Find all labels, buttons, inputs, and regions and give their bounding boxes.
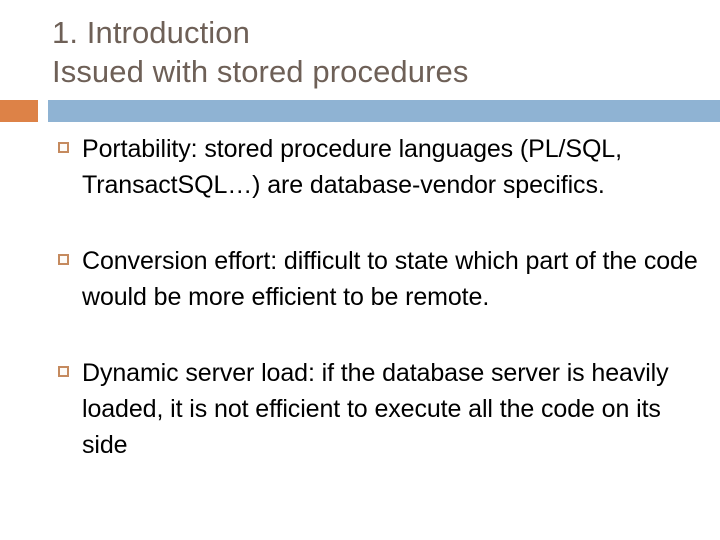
title-line-primary: 1. Introduction: [52, 15, 250, 50]
list-item: Dynamic server load: if the database ser…: [58, 355, 706, 463]
square-bullet-icon: [58, 366, 69, 377]
square-bullet-icon: [58, 142, 69, 153]
title-line-secondary: Issued with stored procedures: [52, 54, 469, 89]
list-item: Portability: stored procedure languages …: [58, 131, 706, 203]
slide-body: Portability: stored procedure languages …: [58, 131, 706, 463]
title-divider: [0, 100, 720, 122]
list-item: Conversion effort: difficult to state wh…: [58, 243, 706, 315]
bullet-text: Conversion effort: difficult to state wh…: [82, 247, 698, 311]
divider-bar: [48, 100, 720, 122]
bullet-text: Dynamic server load: if the database ser…: [82, 359, 669, 459]
bullet-text: Portability: stored procedure languages …: [82, 135, 622, 199]
slide-title: 1. Introduction Issued with stored proce…: [52, 14, 692, 92]
square-bullet-icon: [58, 254, 69, 265]
divider-accent-block: [0, 100, 38, 122]
